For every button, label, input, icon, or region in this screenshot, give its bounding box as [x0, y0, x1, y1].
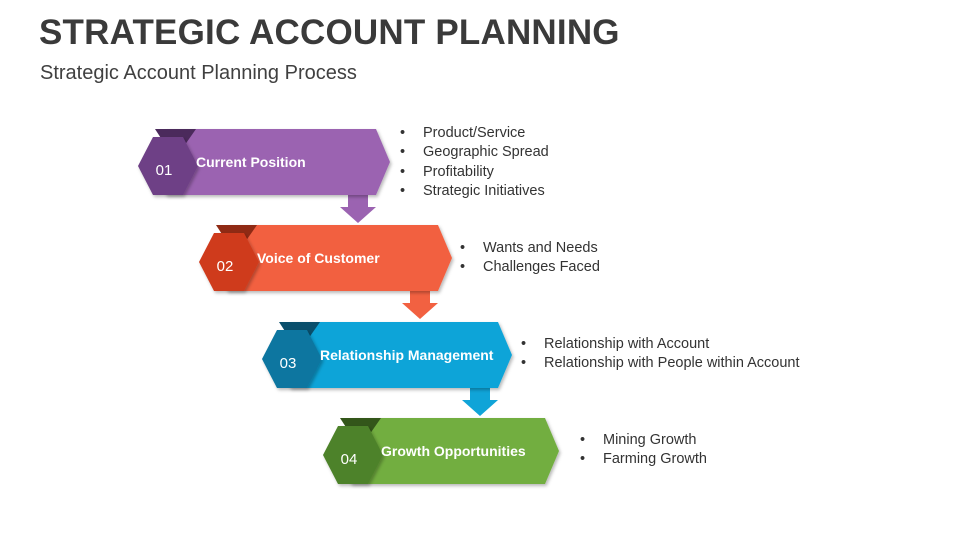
step-number: 04 — [341, 451, 358, 468]
step-label: Current Position — [196, 154, 306, 170]
bullet-item: Geographic Spread — [400, 143, 549, 163]
step-number: 01 — [156, 162, 173, 179]
bullet-item: Wants and Needs — [460, 239, 600, 259]
step-1-bullets: Product/Service Geographic Spread Profit… — [400, 124, 549, 201]
step-4-bullets: Mining Growth Farming Growth — [580, 431, 707, 470]
bullet-item: Product/Service — [400, 124, 549, 144]
bullet-item: Farming Growth — [580, 450, 707, 470]
process-step-2: 02 Voice of Customer — [199, 225, 452, 319]
process-step-3: 03 Relationship Management — [262, 322, 512, 416]
step-banner — [152, 129, 390, 195]
step-2-bullets: Wants and Needs Challenges Faced — [460, 239, 600, 278]
step-label: Voice of Customer — [257, 250, 380, 266]
bullet-item: Challenges Faced — [460, 258, 600, 278]
page-subtitle: Strategic Account Planning Process — [40, 62, 357, 84]
step-number-badge — [138, 137, 198, 195]
step-banner — [337, 418, 559, 484]
step-banner — [276, 322, 512, 388]
step-label: Relationship Management — [320, 347, 494, 363]
bullet-item: Relationship with Account — [521, 335, 800, 355]
step-number-badge — [262, 330, 322, 388]
step-3-bullets: Relationship with Account Relationship w… — [521, 335, 800, 374]
bullet-item: Profitability — [400, 163, 549, 183]
down-arrow-icon — [402, 291, 438, 319]
process-step-1: 01 Current Position — [138, 129, 390, 223]
step-number: 03 — [280, 355, 297, 372]
down-arrow-icon — [340, 195, 376, 223]
bullet-item: Relationship with People within Account — [521, 354, 800, 374]
step-banner — [213, 225, 452, 291]
step-label: Growth Opportunities — [381, 443, 526, 459]
step-number-badge — [199, 233, 259, 291]
page-title: STRATEGIC ACCOUNT PLANNING — [39, 13, 620, 52]
process-step-4: 04 Growth Opportunities — [323, 418, 559, 484]
down-arrow-icon — [462, 388, 498, 416]
step-number: 02 — [217, 258, 234, 275]
bullet-item: Strategic Initiatives — [400, 182, 549, 202]
step-number-badge — [323, 426, 383, 484]
bullet-item: Mining Growth — [580, 431, 707, 451]
